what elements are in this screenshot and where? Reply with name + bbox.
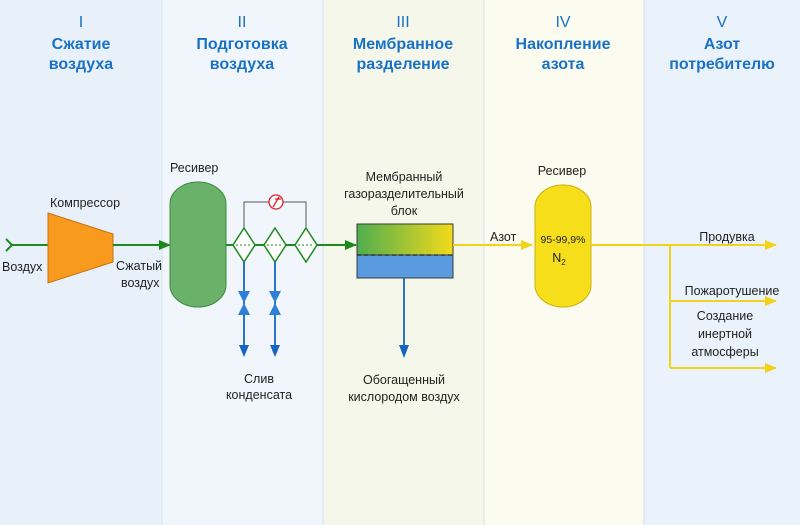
compressed-air-label-line2: воздух	[121, 276, 160, 290]
stage-3-title-line2: разделение	[356, 56, 449, 73]
air-receiver-label: Ресивер	[170, 161, 218, 175]
thermometer-icon	[268, 194, 284, 210]
membrane-label-line3: блок	[391, 204, 418, 218]
air-inlet-label: Воздух	[2, 260, 43, 274]
purge-label: Продувка	[699, 230, 755, 244]
membrane-block-icon	[356, 223, 454, 279]
compressor-icon	[47, 212, 114, 284]
stage-5-number: V	[717, 14, 728, 31]
stage-1-title-line2: воздуха	[49, 56, 113, 73]
fire-suppression-label: Пожаротушение	[685, 284, 780, 298]
inert-label-line1: Создание	[697, 309, 753, 323]
compressor-label: Компрессор	[50, 196, 120, 210]
valve-icon	[269, 291, 281, 315]
filter-icon	[294, 226, 318, 264]
stage-3-title-line1: Мембранное	[353, 36, 453, 53]
inert-label-line2: инертной	[698, 327, 752, 341]
stage-1-title-line1: Сжатие	[52, 36, 111, 53]
oxygen-outlet-line	[399, 278, 409, 358]
stage-column-5	[644, 0, 800, 525]
stage-3-number: III	[396, 14, 409, 31]
valve-icon	[238, 291, 250, 315]
condensate-label-line2: конденсата	[226, 388, 292, 402]
stage-4-number: IV	[555, 14, 570, 31]
stage-4-title-line1: Накопление	[516, 36, 611, 53]
oxygen-label-line1: Обогащенный	[363, 373, 445, 387]
air-receiver-icon	[169, 181, 227, 308]
purity-label: 95-99,9%	[541, 234, 586, 246]
condensate-label-line1: Слив	[244, 372, 274, 386]
stage-4-title-line2: азота	[542, 56, 585, 73]
membrane-label-line2: газоразделительный	[344, 187, 464, 201]
oxygen-label-line2: кислородом воздух	[348, 390, 460, 404]
n2-label: N2	[552, 251, 566, 267]
stage-2-title-line2: воздуха	[210, 56, 274, 73]
stage-5-title-line2: потребителю	[669, 56, 775, 73]
inert-label-line3: атмосферы	[691, 345, 758, 359]
nitrogen-receiver-icon	[534, 184, 592, 308]
compressed-air-label-line1: Сжатый	[116, 259, 162, 273]
condensate-drain-1	[238, 262, 250, 357]
stage-2-title-line1: Подготовка	[196, 36, 287, 53]
condensate-drain-2	[269, 262, 281, 357]
nitrogen-label: Азот	[490, 230, 517, 244]
stage-1-number: I	[79, 14, 83, 31]
stage-2-number: II	[238, 14, 247, 31]
membrane-label-line1: Мембранный	[366, 170, 443, 184]
stage-5-title-line1: Азот	[704, 36, 740, 53]
nitrogen-receiver-label: Ресивер	[538, 164, 586, 178]
